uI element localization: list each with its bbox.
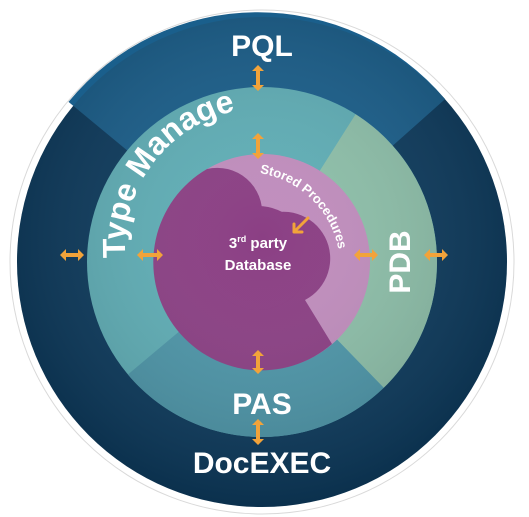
arrow-right-outer-icon (424, 249, 448, 261)
label-pas: PAS (232, 388, 291, 421)
sphere-shading (17, 17, 507, 507)
arrows-group (60, 65, 448, 445)
label-core-line2: Database (225, 257, 292, 274)
arrow-pas-to-docexec-icon (252, 419, 264, 445)
arrow-left-outer-icon (60, 249, 84, 261)
arrow-type-manager-to-sp-icon (252, 133, 264, 159)
label-pdb: PDB (384, 230, 417, 293)
arrow-core-to-pas-icon (252, 350, 264, 374)
arrow-pql-icon (252, 65, 264, 91)
arrow-left-inner-icon (137, 249, 163, 261)
label-pql: PQL (231, 30, 293, 63)
arrow-right-inner-icon (354, 249, 378, 261)
label-docexec: DocEXEC (193, 447, 331, 480)
label-core-line1: 3rd party (229, 234, 288, 252)
arrow-sp-to-database-icon (292, 216, 310, 234)
